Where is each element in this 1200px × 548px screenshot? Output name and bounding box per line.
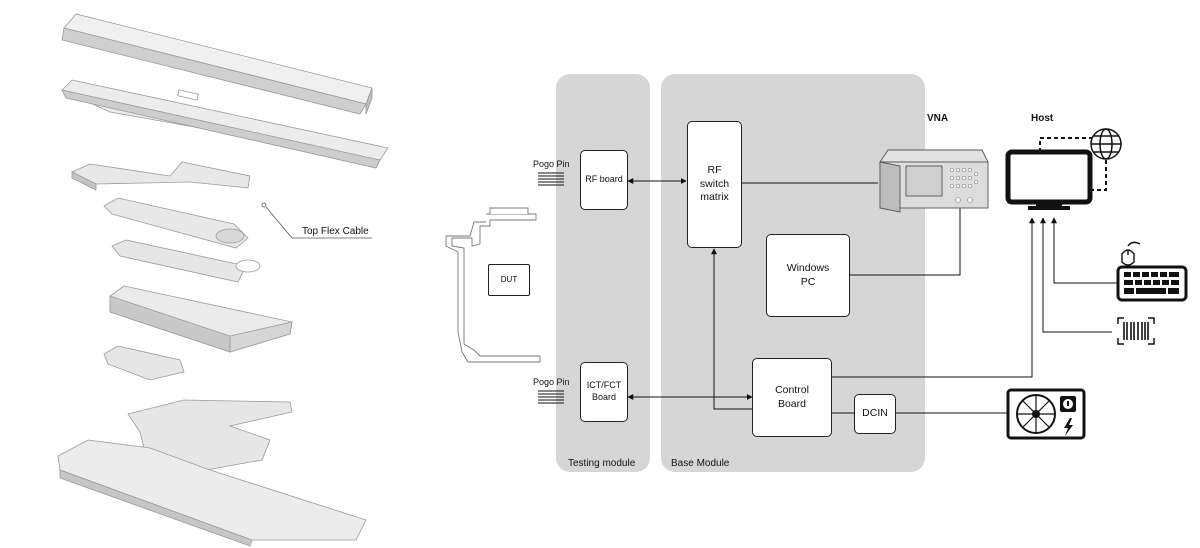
shield-plate-layer (61, 79, 389, 169)
monitor-icon (1005, 149, 1093, 210)
pogo-pin-top-label: Pogo Pin (533, 159, 570, 169)
control-board-box: Control Board (752, 358, 832, 437)
control-board-label-2: Board (777, 397, 806, 410)
globe-icon (1090, 128, 1122, 160)
callout-line (265, 206, 293, 239)
host-globe-link-top (1039, 137, 1092, 152)
base-module-label: Base Module (671, 458, 730, 469)
ict-fct-board-label-1: ICT/FCT (586, 380, 622, 391)
dcin-label: DCIN (862, 407, 888, 420)
small-module-layer (103, 345, 185, 381)
rf-switch-matrix-label-2: switch (699, 177, 730, 190)
vna-instrument-icon (879, 149, 989, 213)
dut-flex-cable-outline (445, 207, 541, 363)
windows-pc-label-2: PC (800, 275, 816, 288)
host-globe-link-bottom (1090, 160, 1107, 191)
bracket-layer-3 (111, 239, 261, 283)
power-supply-icon (1006, 388, 1086, 440)
battery-layer (109, 285, 293, 353)
rf-board-box: RF board (580, 150, 628, 210)
matrix-control-link (711, 248, 752, 410)
pc-vna-link (850, 206, 961, 276)
testing-module-label: Testing module (568, 458, 636, 469)
rf-board-label: RF board (585, 174, 623, 185)
pogo-pin-top-lines (538, 172, 564, 186)
rf-switch-matrix-label-3: matrix (700, 191, 729, 204)
top-cover-layer (61, 13, 373, 115)
keyboard-host-link (1051, 217, 1118, 284)
barcode-scanner-icon (1117, 317, 1155, 345)
callout-dot (261, 202, 267, 208)
dcin-box: DCIN (854, 394, 896, 434)
windows-pc-box: Windows PC (766, 234, 850, 317)
windows-pc-label-1: Windows (786, 261, 830, 274)
control-host-link (832, 217, 1035, 378)
dut-box: DUT (488, 264, 530, 296)
pogo-pin-bottom-label: Pogo Pin (533, 377, 570, 387)
exploded-phone-view (57, 13, 389, 547)
ict-fct-board-label-2: Board (591, 392, 617, 402)
dut-label: DUT (500, 274, 518, 284)
top-flex-cable-label: Top Flex Cable (302, 226, 369, 237)
rf-switch-matrix-label-1: RF (707, 164, 722, 177)
rf-switch-matrix-box: RF switch matrix (687, 121, 742, 248)
vna-label: VNA (927, 113, 949, 124)
scanner-host-link (1040, 217, 1112, 333)
host-label: Host (1031, 113, 1054, 124)
ict-fct-board-box: ICT/FCT Board (580, 362, 628, 422)
mouse-icon (1121, 241, 1141, 266)
pogo-pin-bottom-lines (538, 390, 564, 404)
lightning-icon (1064, 418, 1073, 436)
bracket-layer-1 (71, 161, 251, 191)
keyboard-icon (1116, 265, 1188, 302)
control-board-label-1: Control (775, 383, 809, 396)
bracket-layer-2 (103, 197, 249, 249)
bottom-housing-layer (57, 439, 367, 547)
